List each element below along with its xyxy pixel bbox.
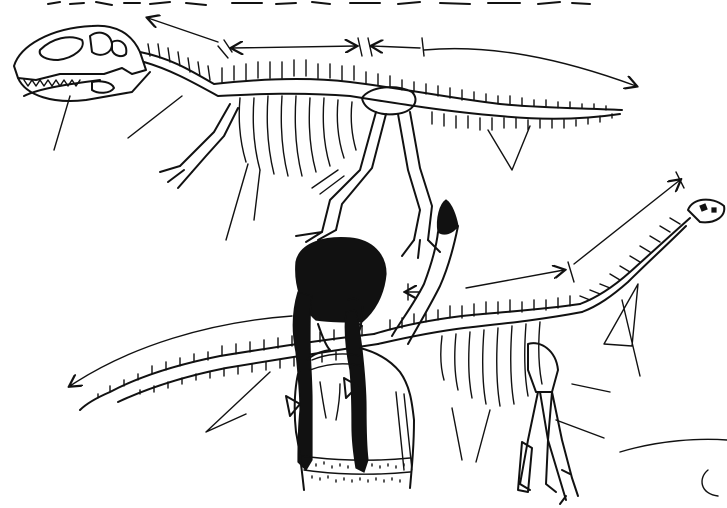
theropod-pointer-lines [128,96,260,240]
theropod-ribs [239,96,356,176]
sauropod-tail [80,326,378,432]
theropod-length-arrows [148,18,636,86]
top-caption-fragment [48,2,590,5]
sauropod-neck [580,218,690,376]
theropod-skeleton [14,18,636,258]
theropod-hind-limbs [296,87,440,258]
sauropod-skeleton [70,172,727,504]
sauropod-skull [688,200,724,223]
theropod-skull [14,26,150,150]
theropod-spine [140,44,622,170]
theropod-arms [160,104,238,188]
sauropod-legs [518,343,578,504]
sauropod-pointer-lines [452,384,727,496]
